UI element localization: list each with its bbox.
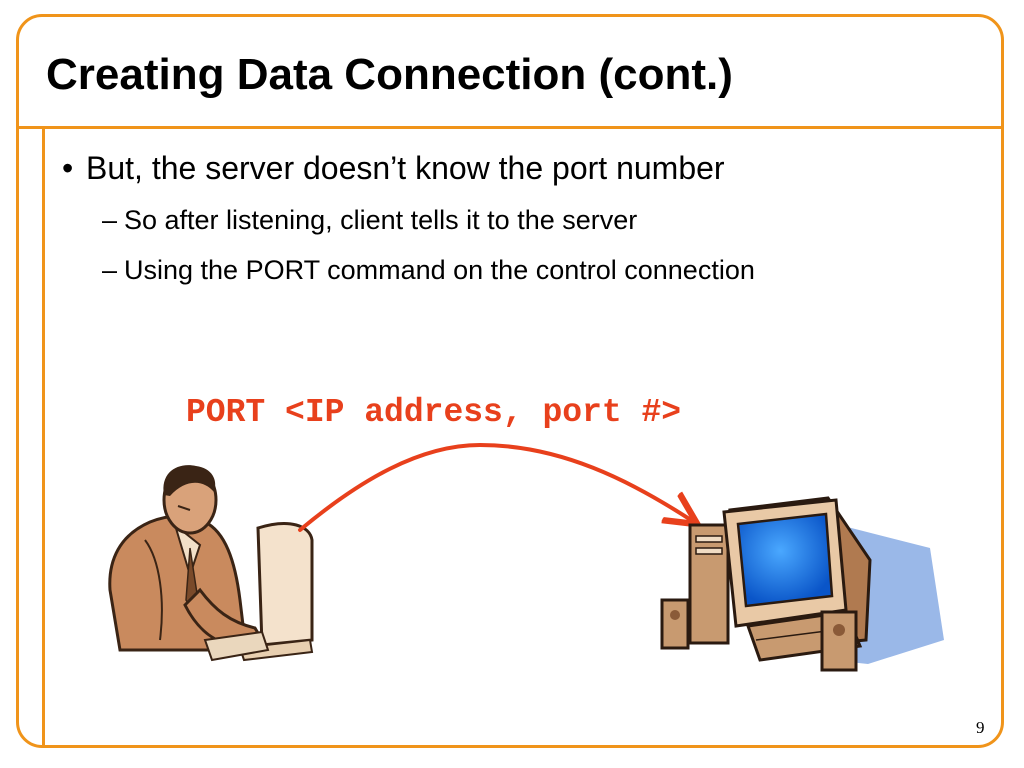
desktop-computer-icon <box>662 498 944 670</box>
page-number: 9 <box>976 718 985 738</box>
data-flow-arrow <box>300 445 694 530</box>
person-at-computer-icon <box>110 465 312 660</box>
